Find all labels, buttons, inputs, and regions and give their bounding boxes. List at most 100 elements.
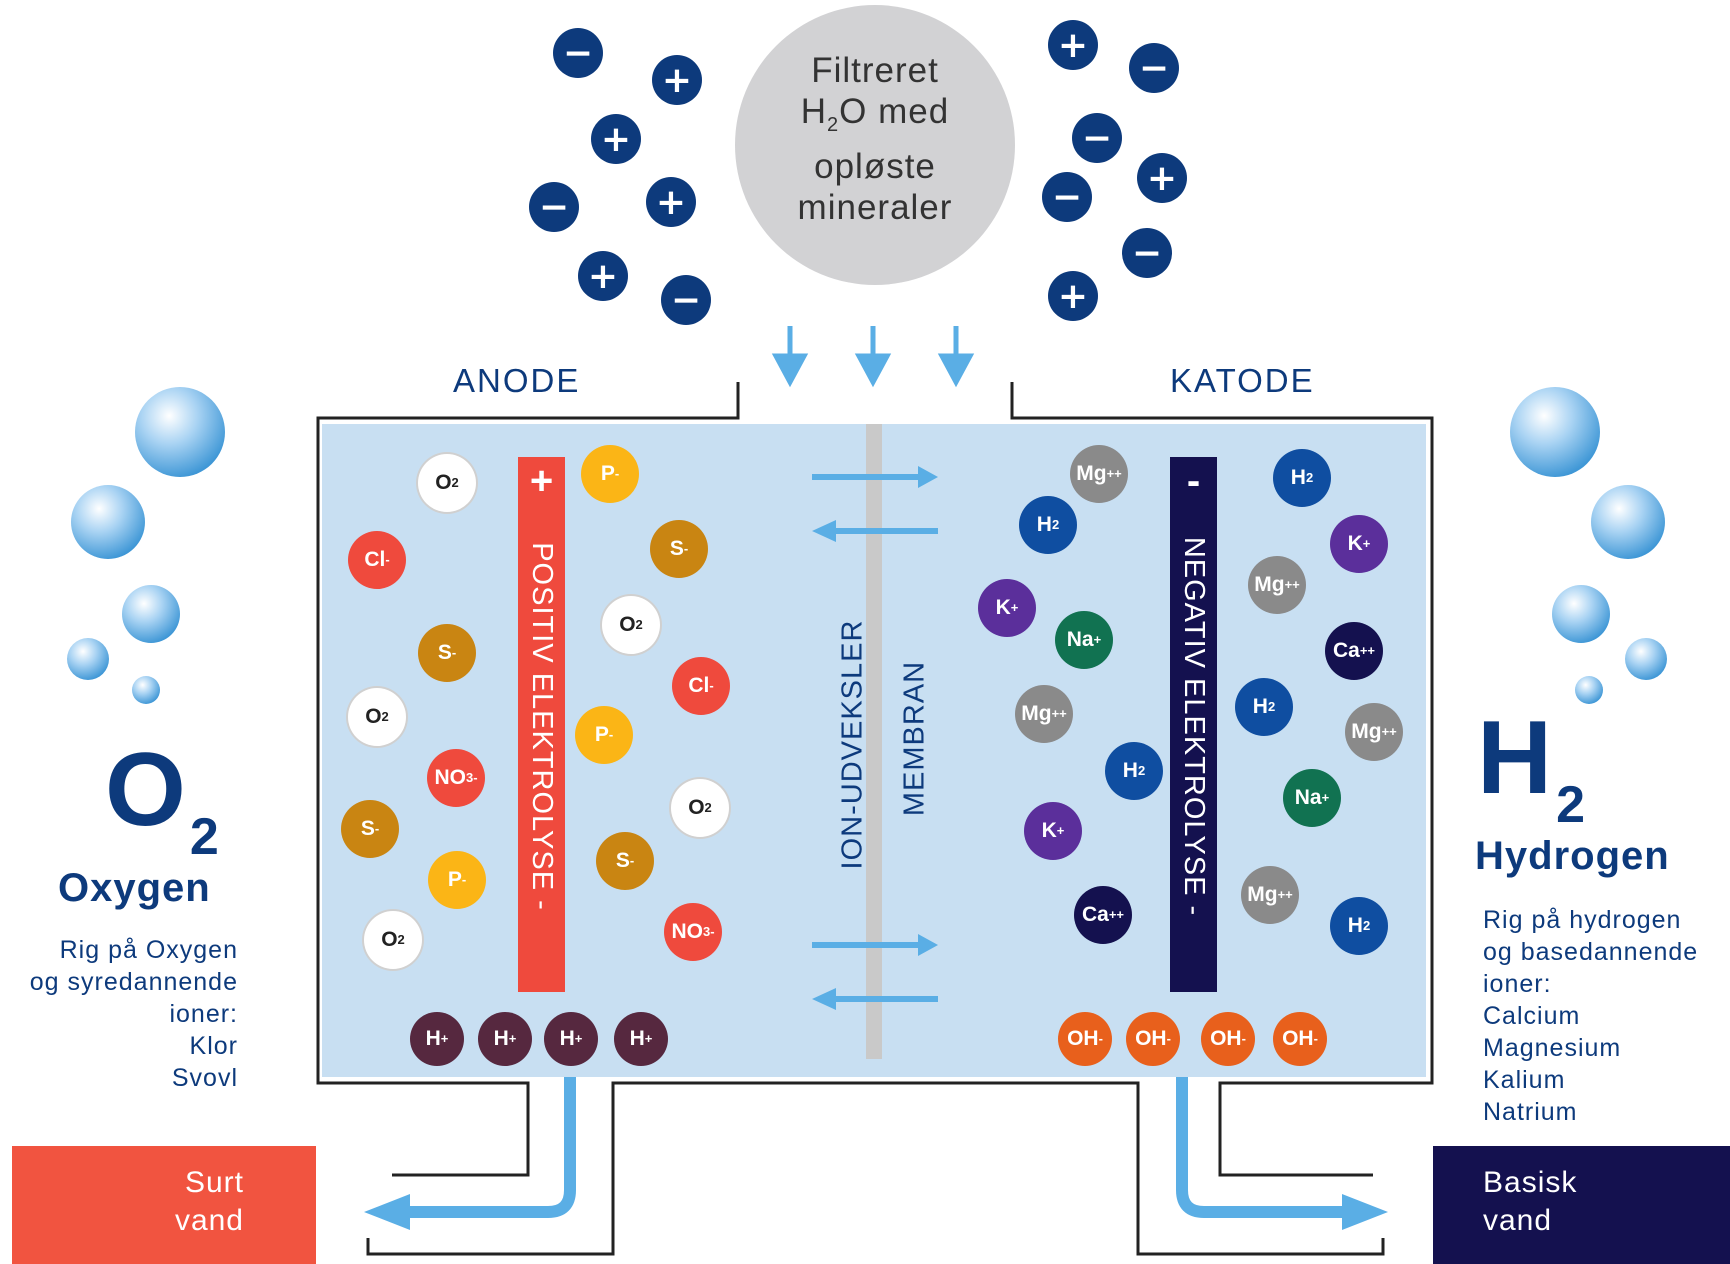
- minus-charge-icon: [1129, 43, 1179, 93]
- ion-symbol: H: [425, 1027, 441, 1050]
- ion-symbol: H: [493, 1027, 509, 1050]
- anion-s: S-: [341, 800, 399, 858]
- hydroxide-ion: OH-: [1201, 1012, 1255, 1066]
- ion-symbol: H: [1290, 466, 1306, 489]
- ion-symbol: OH: [1210, 1027, 1242, 1050]
- hydrogen-ion: H+: [478, 1012, 532, 1066]
- h2o-sub: 2: [827, 114, 840, 136]
- charge-sign: +: [1058, 25, 1088, 66]
- ion-symbol: O: [688, 796, 705, 819]
- minus-charge-icon: [1042, 172, 1092, 222]
- cation-mg: Mg++: [1248, 556, 1306, 614]
- cation-k: K+: [978, 579, 1036, 637]
- ion-symbol: Mg: [1351, 720, 1382, 743]
- minus-charge-icon: [1122, 228, 1172, 278]
- plus-charge-icon: [591, 114, 641, 164]
- hydrogen-desc-line: Kalium: [1483, 1066, 1566, 1094]
- ion-symbol: P: [447, 868, 462, 891]
- oxygen-symbol: O: [105, 732, 186, 848]
- hydrogen-ion: H+: [410, 1012, 464, 1066]
- source-label: Filtreret H2O med opløste mineraler: [735, 50, 1015, 228]
- minus-charge-icon: [553, 28, 603, 78]
- hydrogen-subscript: 2: [1556, 775, 1586, 834]
- hydrogen-desc-line: Calcium: [1483, 1002, 1581, 1030]
- ion-symbol: OH: [1282, 1027, 1314, 1050]
- negative-sign: -: [1186, 459, 1201, 503]
- negative-electrode: - NEGATIV ELEKTROLYSE -: [1170, 457, 1217, 992]
- hydrogen-desc-line: og basedannende: [1483, 938, 1699, 966]
- ion-symbol: Mg: [1076, 462, 1107, 485]
- plus-charge-icon: [1048, 20, 1098, 70]
- source-line-4: mineraler: [797, 188, 953, 227]
- charge-sign: −: [1132, 233, 1162, 274]
- source-line-3: opløste: [814, 147, 936, 186]
- charge-sign: +: [1058, 276, 1088, 317]
- plus-charge-icon: [1137, 153, 1187, 203]
- source-line-2: H2O med: [735, 91, 1015, 146]
- ion-symbol: Ca: [1081, 903, 1109, 926]
- hydroxide-ion: OH-: [1058, 1012, 1112, 1066]
- ion-symbol: Mg: [1247, 883, 1278, 906]
- base-line-2: vand: [1483, 1204, 1553, 1237]
- acid-line-1: Surt: [184, 1166, 244, 1199]
- membrane-arrows: [812, 466, 938, 1010]
- oxygen-desc-line: ioner:: [169, 1000, 238, 1028]
- anion-p: P-: [575, 706, 633, 764]
- oxygen-desc-line: Klor: [189, 1032, 238, 1060]
- ion-symbol: O: [435, 471, 452, 494]
- plus-charge-icon: [578, 251, 628, 301]
- cation-na: Na+: [1055, 611, 1113, 669]
- ion-symbol: P: [594, 723, 609, 746]
- charge-sign: +: [601, 119, 631, 160]
- ion-symbol: Na: [1066, 628, 1094, 651]
- h2o-suffix: O med: [839, 92, 950, 131]
- ion-symbol: S: [615, 849, 630, 872]
- oxygen-description: Rig på Oxygen og syredannende ioner: Klo…: [0, 934, 238, 1094]
- cation-k: K+: [1024, 802, 1082, 860]
- acid-outflow: [400, 1077, 576, 1218]
- charge-sign: −: [1082, 118, 1112, 159]
- acid-line-2: vand: [174, 1204, 244, 1237]
- minus-charge-icon: [661, 275, 711, 325]
- ion-symbol: NO: [671, 920, 703, 943]
- ion-symbol: O: [365, 705, 382, 728]
- chamber-outline: [316, 382, 1434, 1256]
- hydrogen-desc-line: Magnesium: [1483, 1034, 1622, 1062]
- base-outflow: [1176, 1077, 1352, 1218]
- charge-sign: +: [588, 256, 618, 297]
- ion-symbol: Mg: [1254, 573, 1285, 596]
- plus-charge-icon: [652, 55, 702, 105]
- ion-symbol: S: [437, 641, 452, 664]
- charge-sign: −: [1052, 177, 1082, 218]
- ion-symbol: H: [1036, 513, 1052, 536]
- oxygen-name: Oxygen: [58, 866, 211, 910]
- hydrogen-desc-line: Rig på hydrogen: [1483, 906, 1682, 934]
- hydrogen-formula: H2: [1477, 706, 1585, 834]
- acid-water-label: Surt vand: [175, 1164, 244, 1240]
- inflow-arrows: [771, 326, 975, 388]
- cation-mg: Mg++: [1015, 685, 1073, 743]
- cation-ca: Ca++: [1325, 622, 1383, 680]
- ion-symbol: H: [1252, 695, 1268, 718]
- base-water-box: Basisk vand: [1433, 1146, 1730, 1264]
- oxygen-desc-line: Rig på Oxygen: [59, 936, 238, 964]
- ion-symbol: H: [559, 1027, 575, 1050]
- ion-symbol: K: [1041, 819, 1057, 842]
- hydrogen-desc-line: Natrium: [1483, 1098, 1578, 1126]
- charge-sign: −: [539, 187, 569, 228]
- ion-symbol: NO: [434, 766, 466, 789]
- positive-sign: +: [529, 459, 554, 503]
- membrane-label-1: ION-UDVEKSLER: [836, 619, 869, 870]
- plus-charge-icon: [1048, 271, 1098, 321]
- ion-symbol: P: [600, 462, 615, 485]
- membrane: [866, 424, 882, 1059]
